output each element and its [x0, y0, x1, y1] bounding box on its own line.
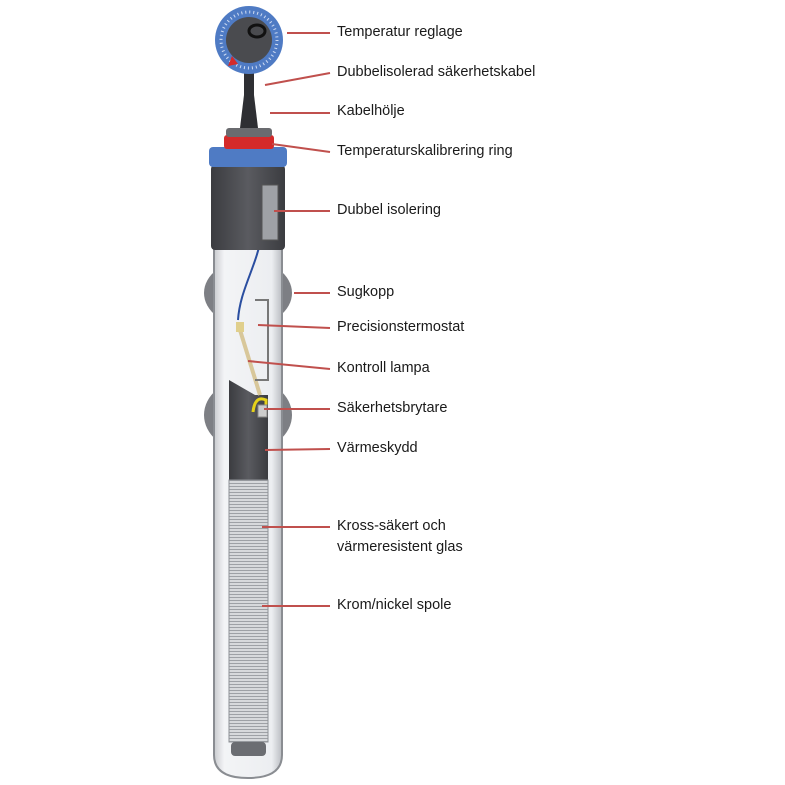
label-calibration-ring: Temperaturskalibrering ring [337, 143, 513, 159]
cable [244, 70, 254, 98]
leader-cable [264, 72, 331, 86]
label-temp-knob: Temperatur reglage [337, 24, 463, 40]
calibration-ring-blue [209, 147, 287, 167]
label-glass-line2: värmeresistent glas [337, 539, 463, 555]
label-thermostat: Precisionstermostat [337, 319, 465, 335]
temperature-knob[interactable] [226, 17, 272, 63]
safety-switch [251, 397, 268, 415]
leader-thermostat [257, 324, 331, 329]
label-safety-switch: Säkerhetsbrytare [337, 400, 448, 416]
ring-cap [226, 128, 272, 137]
leader-lines [247, 32, 331, 607]
label-coil: Krom/nickel spole [337, 597, 452, 613]
double-insulation [261, 184, 279, 241]
leader-heat-shield [264, 448, 331, 451]
coil [228, 479, 269, 743]
leader-control-lamp [247, 360, 331, 370]
label-cable: Dubbelisolerad säkerhetskabel [337, 64, 536, 80]
label-double-insulation: Dubbel isolering [337, 202, 441, 218]
cable-sleeve [240, 95, 258, 128]
control-lamp [236, 322, 244, 332]
thermostat-bracket [255, 299, 269, 381]
label-heat-shield: Värmeskydd [337, 440, 418, 456]
safety-switch-body [257, 404, 268, 418]
dial-scale [219, 10, 279, 70]
thermostat-wire [238, 329, 262, 396]
leader-calibration-ring [271, 143, 331, 153]
label-cable-sleeve: Kabelhölje [337, 103, 405, 119]
heat-shield [229, 380, 268, 480]
label-suction-cup: Sugkopp [337, 284, 395, 300]
knob-indicator-icon [228, 56, 238, 66]
coil-end [231, 742, 266, 756]
label-control-lamp: Kontroll lampa [337, 360, 430, 376]
label-glass-line1: Kross-säkert och [337, 518, 446, 534]
calibration-ring [224, 135, 274, 149]
knob-grip [247, 23, 267, 39]
